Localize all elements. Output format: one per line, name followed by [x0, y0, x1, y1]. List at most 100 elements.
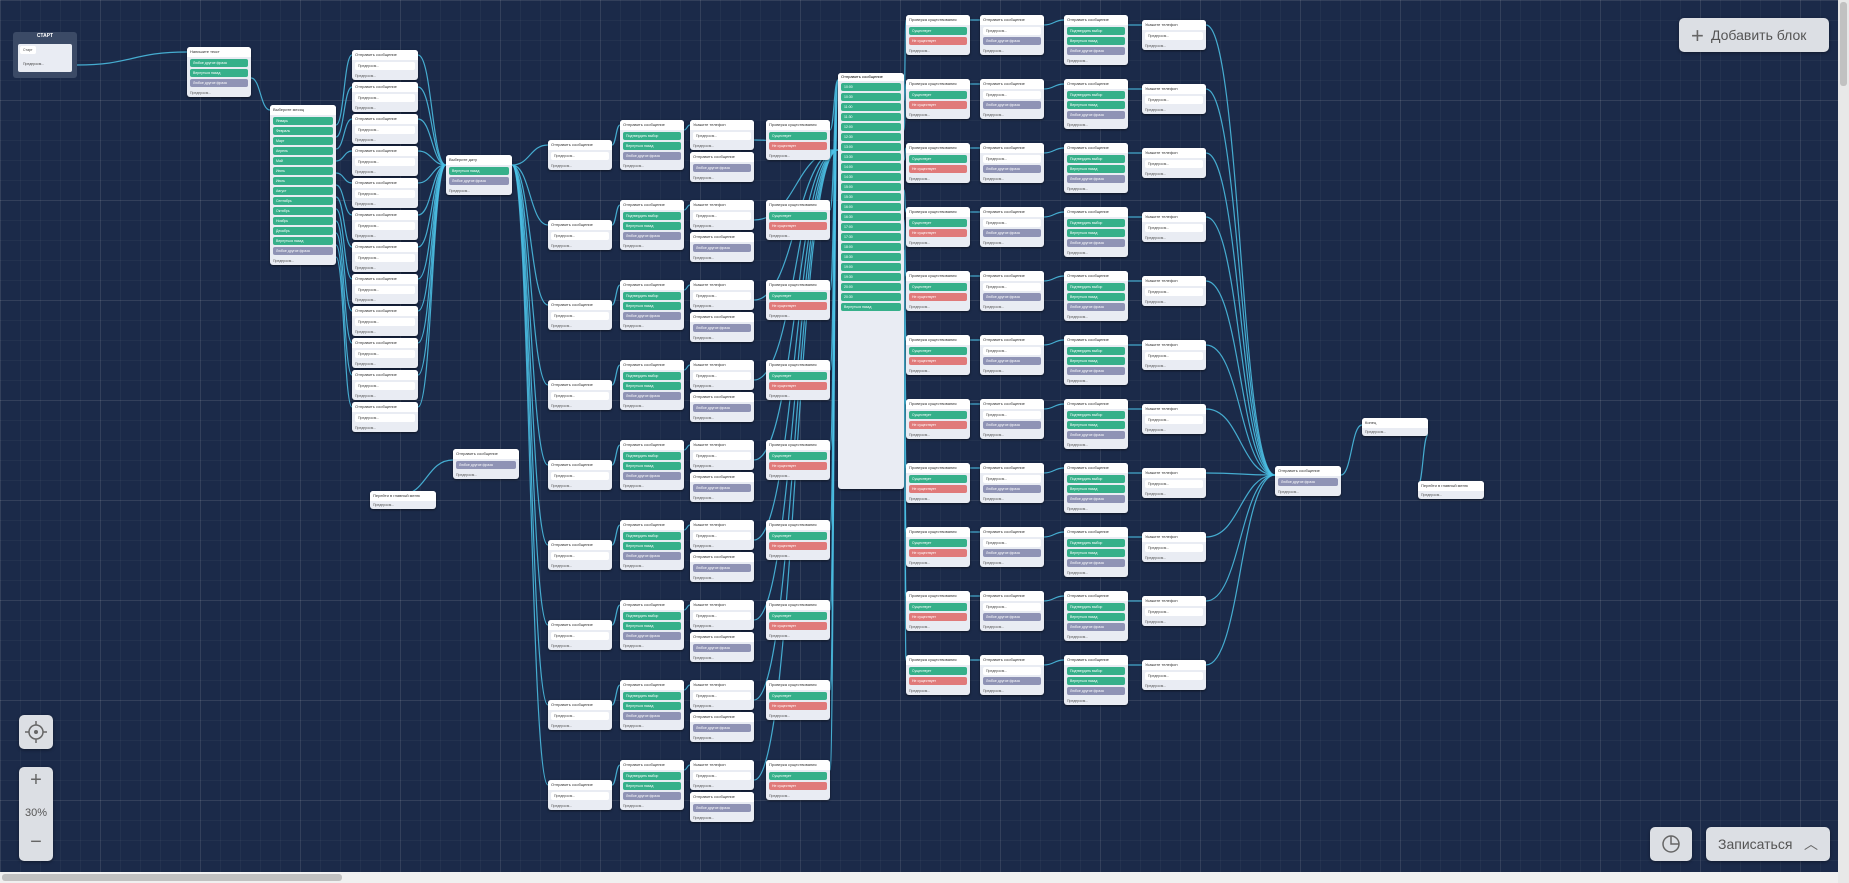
- time-slot-option[interactable]: 18:30: [841, 253, 901, 261]
- block-option[interactable]: Существует: [909, 475, 967, 483]
- time-slot-option[interactable]: 19:00: [841, 263, 901, 271]
- block-option[interactable]: Любое другое фраза: [1067, 303, 1125, 311]
- time-slot-option[interactable]: 20:00: [841, 283, 901, 291]
- block-option[interactable]: Предпросм...: [355, 62, 415, 70]
- block-option[interactable]: Любое другое фраза: [1067, 47, 1125, 55]
- block-option[interactable]: Подтвердить выбор: [1067, 539, 1125, 547]
- block-option[interactable]: Предпросм...: [983, 27, 1041, 35]
- block-option[interactable]: Предпросм...: [693, 132, 751, 140]
- month-option[interactable]: Май: [273, 157, 333, 165]
- time-slot-back[interactable]: Вернуться назад: [841, 303, 901, 311]
- block-option[interactable]: Существует: [909, 91, 967, 99]
- block-option[interactable]: Вернуться назад: [1067, 101, 1125, 109]
- block-option[interactable]: Предпросм...: [551, 472, 609, 480]
- block-option[interactable]: Любое другое фраза: [693, 404, 751, 412]
- block-option[interactable]: Предпросм...: [693, 292, 751, 300]
- block-option[interactable]: Любое другое фраза: [1067, 687, 1125, 695]
- block-option[interactable]: Любое другое фраза: [983, 229, 1041, 237]
- block-option[interactable]: Предпросм...: [551, 552, 609, 560]
- block-option[interactable]: Не существует: [769, 222, 827, 230]
- block-option[interactable]: Предпросм...: [1145, 352, 1203, 360]
- time-slot-option[interactable]: 19:30: [841, 273, 901, 281]
- block-option[interactable]: Не существует: [769, 702, 827, 710]
- block-option[interactable]: Предпросм...: [693, 772, 751, 780]
- time-slot-option[interactable]: 10:30: [841, 93, 901, 101]
- block-option[interactable]: Предпросм...: [355, 222, 415, 230]
- time-slot-option[interactable]: 13:30: [841, 153, 901, 161]
- block-option[interactable]: Подтвердить выбор: [623, 612, 681, 620]
- block-option[interactable]: Подтвердить выбор: [623, 372, 681, 380]
- block-option[interactable]: Любое другое фраза: [190, 79, 248, 87]
- block-option[interactable]: Не существует: [769, 542, 827, 550]
- block-option[interactable]: Любое другое фраза: [983, 677, 1041, 685]
- block-option[interactable]: Существует: [769, 452, 827, 460]
- time-slot-option[interactable]: 12:30: [841, 133, 901, 141]
- block-option[interactable]: Существует: [909, 219, 967, 227]
- month-option[interactable]: Июль: [273, 177, 333, 185]
- block-option[interactable]: Существует: [769, 612, 827, 620]
- block-option[interactable]: Любое другое фраза: [983, 293, 1041, 301]
- vertical-scrollbar-thumb[interactable]: [1840, 2, 1847, 86]
- block-option[interactable]: Предпросм...: [983, 219, 1041, 227]
- block-option[interactable]: Предпросм...: [1145, 672, 1203, 680]
- horizontal-scrollbar-thumb[interactable]: [2, 874, 342, 881]
- block-option[interactable]: Вернуться назад: [273, 237, 333, 245]
- block-option[interactable]: Не существует: [769, 382, 827, 390]
- block-option[interactable]: Предпросм...: [693, 692, 751, 700]
- block-option[interactable]: Любое другое фраза: [983, 37, 1041, 45]
- block-option[interactable]: Существует: [769, 372, 827, 380]
- block-option[interactable]: Предпросм...: [983, 155, 1041, 163]
- block-option[interactable]: Предпросм...: [355, 286, 415, 294]
- block-option[interactable]: Подтвердить выбор: [623, 292, 681, 300]
- add-block-button[interactable]: +Добавить блок: [1679, 18, 1829, 52]
- block-option[interactable]: Не существует: [909, 549, 967, 557]
- recenter-button[interactable]: [19, 715, 53, 749]
- block-option[interactable]: Подтвердить выбор: [1067, 27, 1125, 35]
- block-option[interactable]: Любое другое фраза: [983, 357, 1041, 365]
- month-option[interactable]: Октябрь: [273, 207, 333, 215]
- zoom-in-button[interactable]: +: [30, 769, 42, 791]
- block-option[interactable]: Не существует: [769, 622, 827, 630]
- month-option[interactable]: Декабрь: [273, 227, 333, 235]
- block-option[interactable]: Любое другое фраза: [693, 804, 751, 812]
- block-option[interactable]: Предпросм...: [1145, 416, 1203, 424]
- block-option[interactable]: Предпросм...: [355, 254, 415, 262]
- block-option[interactable]: Предпросм...: [1145, 288, 1203, 296]
- block-option[interactable]: Любое другое фраза: [1067, 495, 1125, 503]
- block-option[interactable]: Подтвердить выбор: [623, 692, 681, 700]
- block-option[interactable]: Любое другое фраза: [983, 421, 1041, 429]
- block-option[interactable]: Вернуться назад: [1067, 421, 1125, 429]
- block-option[interactable]: Предпросм...: [983, 411, 1041, 419]
- block-option[interactable]: Предпросм...: [355, 126, 415, 134]
- block-option[interactable]: Существует: [769, 692, 827, 700]
